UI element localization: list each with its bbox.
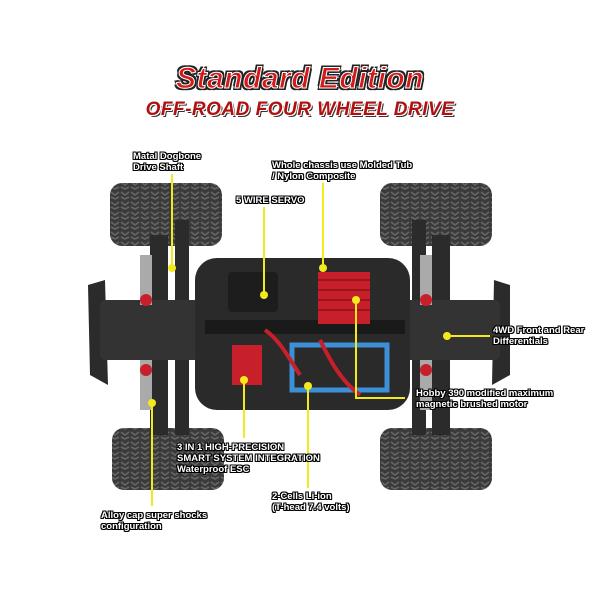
- callout-line: 5 WIRE SERVO: [236, 195, 305, 206]
- callout-line: Drive Shaft: [133, 162, 184, 173]
- callout-line: 2-Cells Li-ion: [272, 491, 332, 502]
- callout-line: SMART SYSTEM INTEGRATION: [177, 453, 320, 464]
- shocks: [140, 255, 432, 410]
- callout-shocks: Alloy cap super shocks configuration: [101, 510, 207, 532]
- callout-chassis: Whole chassis use Molded Tub / Nylon Com…: [272, 160, 412, 182]
- callout-line: Waterproof ESC: [177, 464, 250, 475]
- callout-line: (T-head 7.4 volts): [272, 502, 350, 513]
- servo: [228, 272, 278, 312]
- callout-line: Hobby 390 modified maximum: [416, 388, 554, 399]
- callout-dots: [148, 264, 451, 407]
- leader-lines: [151, 174, 490, 506]
- callout-dogbone: Matal Dogbone Drive Shaft: [133, 151, 201, 173]
- callout-line: Matal Dogbone: [133, 151, 202, 162]
- callout-line: 4WD Front and Rear: [493, 325, 585, 336]
- callout-line: configuration: [101, 521, 162, 532]
- wheel-front-left: [110, 183, 222, 246]
- callout-battery: 2-Cells Li-ion (T-head 7.4 volts): [272, 491, 350, 513]
- battery-pack: [289, 342, 390, 393]
- edition-title: Standard Edition: [176, 62, 425, 96]
- callout-line: Alloy cap super shocks: [101, 510, 208, 521]
- callout-motor: Hobby 390 modified maximum magnetic brus…: [416, 388, 553, 410]
- callout-line: / Nylon Composite: [272, 171, 356, 182]
- callout-line: magnetic brushed motor: [416, 399, 528, 410]
- wheel-rear-right: [380, 428, 492, 490]
- callout-line: Whole chassis use Molded Tub: [272, 160, 413, 171]
- wheel-front-right: [380, 183, 492, 246]
- suspension-frame: [88, 220, 510, 435]
- callout-esc: 3 IN 1 HIGH-PRECISION SMART SYSTEM INTEG…: [177, 442, 320, 475]
- callout-line: Differentials: [493, 336, 548, 347]
- callout-line: 3 IN 1 HIGH-PRECISION: [177, 442, 285, 453]
- callout-servo: 5 WIRE SERVO: [236, 195, 304, 206]
- wheel-rear-left: [112, 428, 224, 490]
- callout-differentials: 4WD Front and Rear Differentials: [493, 325, 584, 347]
- edition-subtitle: OFF-ROAD FOUR WHEEL DRIVE: [145, 99, 455, 120]
